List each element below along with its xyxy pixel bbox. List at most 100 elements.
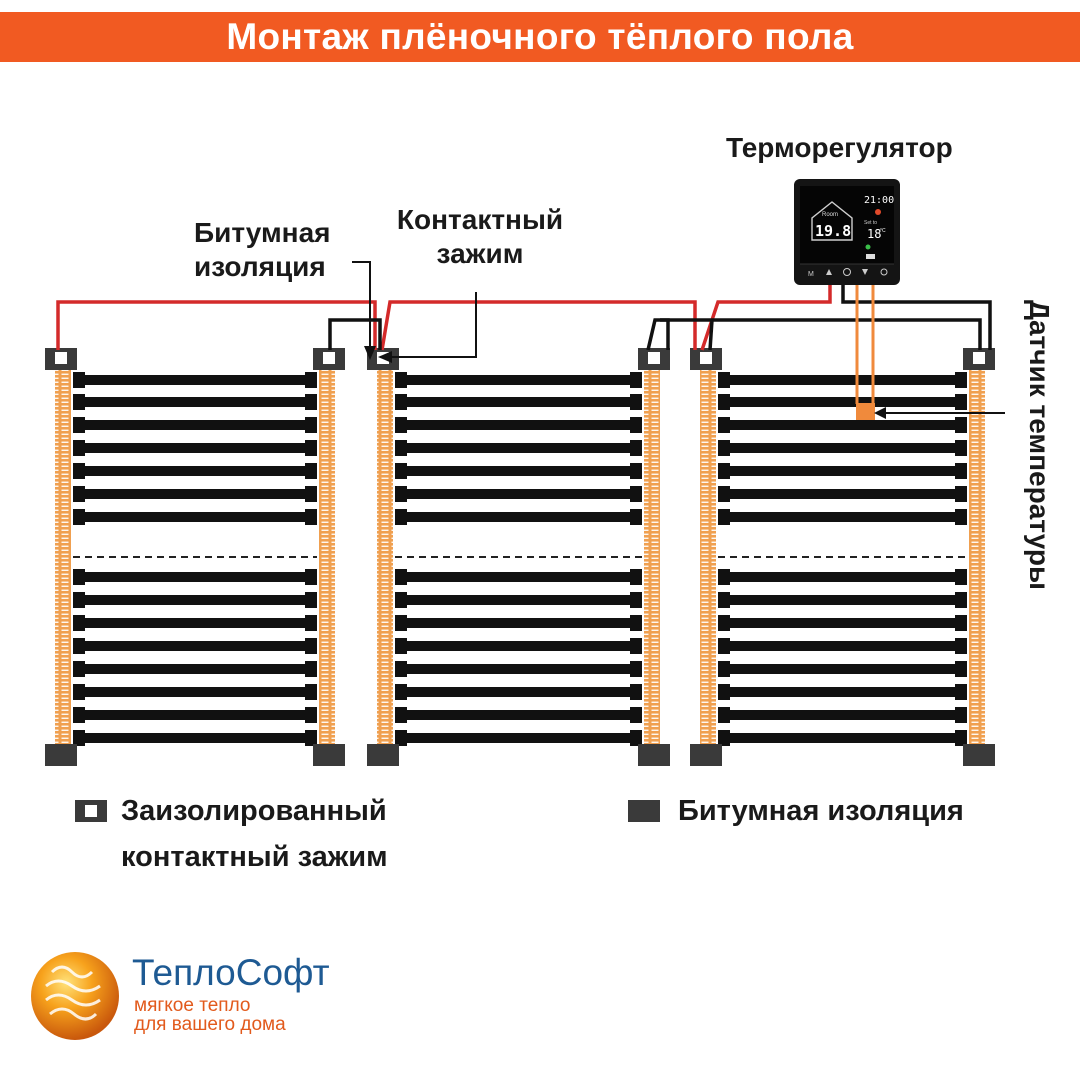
carbon-strip <box>395 375 642 385</box>
bitumen-arrow-head <box>364 346 376 360</box>
copper-bus-right <box>969 368 985 746</box>
thermostat-power-icon <box>843 268 851 276</box>
strip-contact-left <box>73 372 85 388</box>
thermostat-mode-button[interactable]: M <box>808 271 814 278</box>
page-title: Монтаж плёночного тёплого пола <box>226 16 854 57</box>
strip-contact-right <box>305 638 317 654</box>
carbon-strip <box>73 595 317 605</box>
house-icon <box>811 201 853 241</box>
carbon-strip <box>73 572 317 582</box>
strip-contact-right <box>305 615 317 631</box>
strip-contact-right <box>955 592 967 608</box>
strip-contact-left <box>718 394 730 410</box>
carbon-strip <box>395 397 642 407</box>
carbon-strip <box>718 595 967 605</box>
legend-bitumen-icon <box>628 800 660 822</box>
bitumen-insulation <box>45 744 77 766</box>
carbon-strip <box>395 489 642 499</box>
phase-wire-panel2 <box>380 300 697 351</box>
carbon-strip <box>73 443 317 453</box>
title-banner: Монтаж плёночного тёплого пола <box>0 12 1080 62</box>
thermostat-room-label: Room <box>822 212 838 218</box>
strip-contact-right <box>955 463 967 479</box>
strip-contact-left <box>73 394 85 410</box>
carbon-strip <box>395 512 642 522</box>
carbon-strip <box>718 733 967 743</box>
clamp-arrow-line <box>386 292 477 358</box>
phase-wire-panel1 <box>56 300 377 350</box>
strip-contact-right <box>305 707 317 723</box>
bitumen-insulation <box>313 744 345 766</box>
carbon-strip <box>73 512 317 522</box>
strip-contact-left <box>718 615 730 631</box>
strip-contact-left <box>395 615 407 631</box>
strip-contact-left <box>718 569 730 585</box>
strip-contact-right <box>955 569 967 585</box>
carbon-strip <box>73 687 317 697</box>
thermostat-settings-icon <box>880 268 888 276</box>
strip-contact-left <box>395 592 407 608</box>
carbon-strip <box>718 420 967 430</box>
strip-contact-right <box>955 661 967 677</box>
copper-bus-right <box>644 368 660 746</box>
strip-contact-right <box>630 394 642 410</box>
flame-icon <box>875 209 881 215</box>
strip-contact-right <box>630 440 642 456</box>
film-panel-3 <box>690 348 995 766</box>
strip-contact-left <box>73 638 85 654</box>
strip-contact-right <box>955 486 967 502</box>
thermostat-set-label: Set to <box>864 220 877 226</box>
clamp-window <box>973 352 985 364</box>
strip-contact-right <box>630 661 642 677</box>
bitumen-insulation <box>690 744 722 766</box>
strip-contact-right <box>305 569 317 585</box>
brand-name: ТеплоСофт <box>132 952 330 993</box>
carbon-strip <box>718 489 967 499</box>
strip-contact-right <box>630 638 642 654</box>
carbon-strip <box>718 618 967 628</box>
copper-bus-left <box>55 368 71 746</box>
strip-contact-right <box>305 509 317 525</box>
carbon-strip <box>395 687 642 697</box>
strip-contact-left <box>718 684 730 700</box>
copper-bus-right <box>319 368 335 746</box>
strip-contact-right <box>305 684 317 700</box>
legend-clamp-line2: контактный зажим <box>121 841 388 873</box>
carbon-strip <box>395 641 642 651</box>
brand-tagline-line1: мягкое тепло <box>134 995 251 1016</box>
carbon-strip <box>73 733 317 743</box>
strip-contact-left <box>73 417 85 433</box>
neutral-wire-panel1 <box>328 318 382 350</box>
thermostat-unit: °C <box>880 228 886 234</box>
strip-contact-right <box>955 730 967 746</box>
strip-contact-left <box>718 372 730 388</box>
carbon-strip <box>718 397 967 407</box>
film-panel-1 <box>45 348 345 766</box>
neutral-wire-bus <box>660 318 982 350</box>
carbon-strip <box>73 397 317 407</box>
strip-contact-left <box>395 509 407 525</box>
strip-contact-right <box>630 569 642 585</box>
strip-contact-left <box>718 707 730 723</box>
strip-contact-left <box>73 440 85 456</box>
strip-contact-right <box>630 707 642 723</box>
clamp-window <box>55 352 67 364</box>
carbon-strip <box>718 466 967 476</box>
strip-contact-right <box>955 417 967 433</box>
strip-contact-left <box>395 372 407 388</box>
strip-contact-right <box>305 486 317 502</box>
carbon-strip <box>395 664 642 674</box>
strip-contact-left <box>395 684 407 700</box>
strip-contact-left <box>395 486 407 502</box>
strip-contact-left <box>73 569 85 585</box>
bitumen-insulation <box>367 744 399 766</box>
carbon-strip <box>718 443 967 453</box>
strip-contact-right <box>630 417 642 433</box>
strip-contact-right <box>955 684 967 700</box>
bitumen-insulation <box>638 744 670 766</box>
strip-contact-left <box>395 707 407 723</box>
pointer-arrows <box>352 261 1005 419</box>
strip-contact-right <box>630 684 642 700</box>
sensor-arrow-head <box>874 407 886 419</box>
strip-contact-right <box>630 486 642 502</box>
